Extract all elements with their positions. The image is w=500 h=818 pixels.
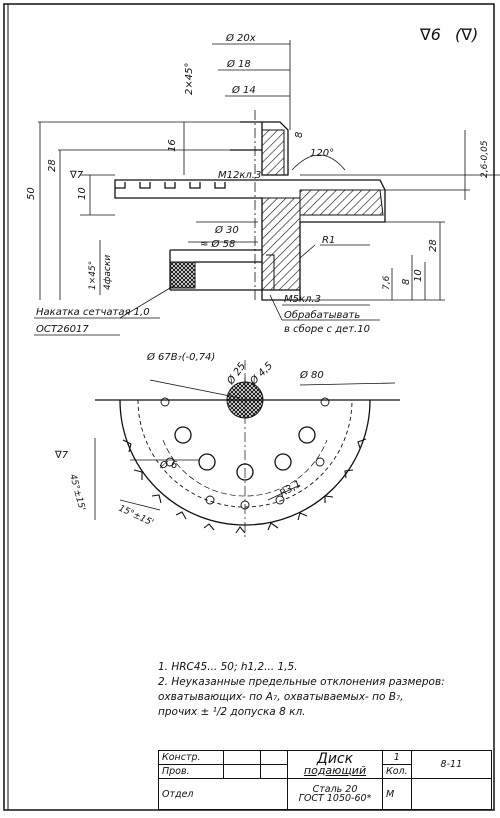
dim-d14: Ø 14 <box>231 84 256 96</box>
tb-prov: Пров. <box>158 764 224 780</box>
dim-d30: Ø 30 <box>214 224 239 236</box>
dim-d58: ≈ Ø 58 <box>200 238 235 250</box>
note-knurl-1: Накатка сетчатая 1,0 <box>36 307 150 318</box>
dim-ang45: 45°±15' <box>67 473 86 512</box>
dim-r1: R1 <box>322 235 335 246</box>
dim-h10-right: 10 <box>413 269 424 282</box>
dim-d67: Ø 67В₇(-0,74) <box>146 351 215 363</box>
dim-d80: Ø 80 <box>299 369 324 381</box>
tb-otdel: Отдел <box>158 778 288 810</box>
dim-h76: 7,6 <box>382 275 392 290</box>
dim-h8b: 8 <box>401 279 412 285</box>
note-assembly-1: Обрабатывать <box>284 309 360 321</box>
roughness-symbol: ∇6 <box>419 25 441 44</box>
roughness-7: ∇7 <box>69 170 84 181</box>
roughness-7-plan: ∇7 <box>54 450 69 461</box>
dim-h28-right: 28 <box>428 239 439 252</box>
title-block: Констр. Диск подающий 1 8-11 Пров. Кол. … <box>158 749 493 810</box>
tb-qty-label: Кол. <box>382 764 412 780</box>
note-line-1: 1. HRC45... 50; h1,2... 1,5. <box>158 661 298 673</box>
tb-qty: 1 <box>382 749 412 766</box>
roughness-paren: (∇) <box>455 25 478 44</box>
dim-four-chamfers: 4фаски <box>103 255 113 290</box>
dim-h16: 16 <box>167 139 178 152</box>
dim-chamfer: 2×45° <box>184 63 195 95</box>
note-line-3: охватывающих- по A₇, охватываемых- по B₇… <box>158 691 404 703</box>
technical-notes: 1. HRC45... 50; h1,2... 1,5. 2. Неуказан… <box>158 660 493 720</box>
tb-konstr: Констр. <box>158 749 224 766</box>
dim-chamfer-side: 1×45° <box>88 261 98 290</box>
dim-h50: 50 <box>26 187 37 200</box>
tb-number: 8-11 <box>410 749 493 780</box>
tb-name-2: подающий <box>303 763 367 777</box>
note-assembly-2: в сборе с дет.10 <box>284 323 370 335</box>
tb-material: Сталь 20 ГОСТ 1050-60* <box>287 778 383 810</box>
note-line-2: 2. Неуказанные предельные отклонения раз… <box>158 676 445 688</box>
dim-d20x: Ø 20x <box>225 32 256 44</box>
sheet-border <box>3 3 495 811</box>
tb-material-2: ГОСТ 1050-60* <box>298 793 372 805</box>
note-line-4: прочих ± ¹/2 допуска 8 кл. <box>158 706 306 718</box>
dim-d6: Ø 6 <box>159 459 177 471</box>
dim-h26: 2,6-0,05 <box>480 140 490 178</box>
dim-thread: M12кл.3 <box>218 170 261 181</box>
tb-material-1: Сталь 20 <box>312 784 358 796</box>
tb-part-name: Диск подающий <box>287 749 383 780</box>
plan-view <box>95 360 400 540</box>
dim-r31: R3,1 <box>278 479 303 500</box>
dim-h8: 8 <box>294 132 305 138</box>
note-knurl-2: ОСТ26017 <box>36 324 89 335</box>
section-view <box>114 110 386 301</box>
dim-h28-left: 28 <box>47 159 58 172</box>
dim-d18: Ø 18 <box>226 58 251 70</box>
dim-h10-left: 10 <box>77 187 88 200</box>
tb-scale: М <box>382 778 412 810</box>
dim-m5: M5кл.3 <box>284 294 321 305</box>
dim-angle120: 120° <box>310 148 334 159</box>
tb-name-1: Диск <box>316 750 354 767</box>
